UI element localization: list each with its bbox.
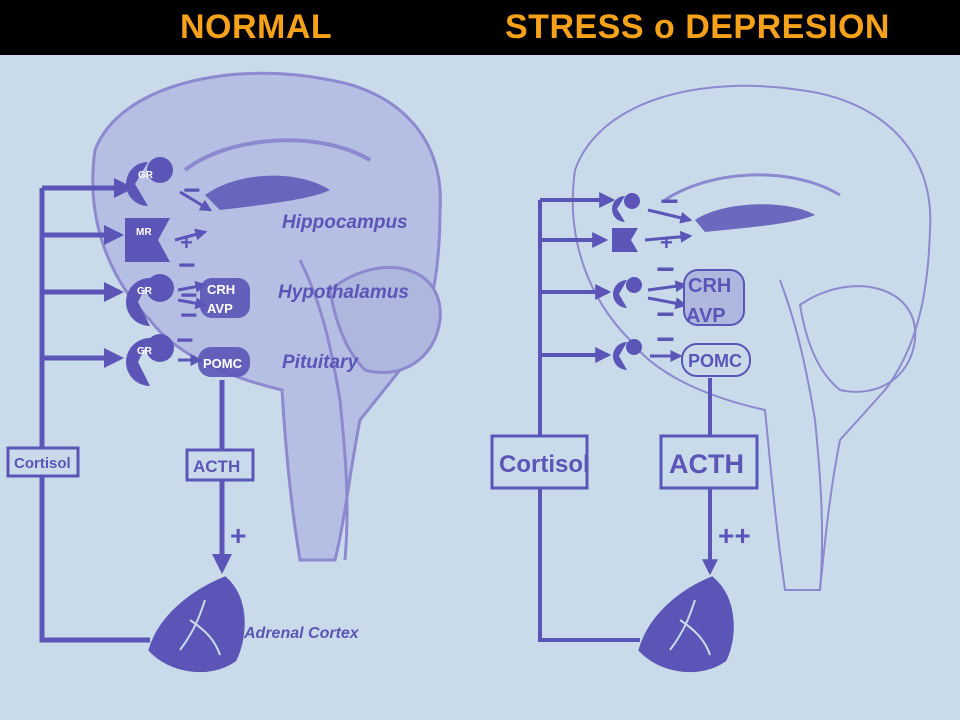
stress-cortisol-label: Cortisol xyxy=(499,451,590,478)
normal-sign-1: − xyxy=(183,174,201,207)
stress-crh-avp-node xyxy=(683,269,745,326)
normal-hypothalamus-label: Hypothalamus xyxy=(278,282,409,303)
stress-pomc-node xyxy=(681,343,751,377)
stress-hippocampus-shape xyxy=(695,204,815,232)
stress-acth-effect-sign: ++ xyxy=(718,520,751,551)
normal-cerebellum xyxy=(328,266,442,375)
normal-receptor-gr-3: GR xyxy=(126,334,174,386)
stress-cortisol-box xyxy=(490,434,589,490)
normal-crh-avp-node xyxy=(200,278,250,318)
stress-sign-3: − xyxy=(656,251,675,287)
normal-acth-box xyxy=(185,448,255,482)
stress-receptor-mr xyxy=(612,228,638,252)
receptor-label: GR xyxy=(137,346,153,357)
stress-cerebellum xyxy=(798,285,917,393)
normal-receptor-gr-2: GR xyxy=(126,274,174,326)
stress-feedback-lines xyxy=(538,192,718,642)
stress-sign-2: + xyxy=(660,230,673,255)
stress-receptor-2 xyxy=(613,280,627,308)
normal-panel: GR MR GR GR xyxy=(6,71,442,673)
normal-hippocampus-shape xyxy=(205,175,330,210)
normal-sign-5: − xyxy=(180,299,198,332)
stress-sign-5: − xyxy=(656,321,675,357)
stress-acth-box xyxy=(659,434,759,490)
stress-panel: CRH AVP POMC Cortisol ACTH − + − − − ++ xyxy=(490,84,932,673)
stress-pomc-label: POMC xyxy=(688,351,742,371)
receptor-label: GR xyxy=(138,170,154,181)
normal-adrenal-label: Adrenal Cortex xyxy=(243,625,360,642)
normal-sign-3: − xyxy=(178,249,196,282)
stress-receptor-3 xyxy=(613,342,627,370)
normal-receptor-mr: MR xyxy=(125,218,170,262)
normal-brainstem xyxy=(298,259,349,561)
title-bar xyxy=(0,0,960,55)
normal-pomc-label: POMC xyxy=(203,356,243,371)
stress-sign-4: − xyxy=(656,296,675,332)
normal-cortisol-label: Cortisol xyxy=(14,455,71,472)
stress-receptor-1 xyxy=(612,196,625,222)
normal-sign-6: − xyxy=(176,324,194,357)
stress-crh-label: CRH xyxy=(688,275,731,297)
normal-pomc-node xyxy=(198,347,250,377)
normal-pituitary-label: Pituitary xyxy=(282,352,359,373)
normal-cortisol-box xyxy=(6,446,80,478)
receptor-label: GR xyxy=(137,286,153,297)
normal-crh-label: CRH xyxy=(207,282,235,297)
receptor-label: MR xyxy=(136,227,152,238)
stress-title: STRESS o DEPRESION xyxy=(505,8,890,46)
normal-sign-2: + xyxy=(180,230,193,255)
normal-title: NORMAL xyxy=(180,8,333,46)
stress-avp-label: AVP xyxy=(686,305,726,327)
stress-corpus-callosum xyxy=(664,173,841,202)
stress-brain-outline xyxy=(571,84,932,591)
normal-sign-4: − xyxy=(180,279,198,312)
normal-acth-label: ACTH xyxy=(193,457,240,476)
stress-sign-1: − xyxy=(660,183,679,219)
normal-hippocampus-label: Hippocampus xyxy=(282,212,408,233)
normal-avp-label: AVP xyxy=(207,301,233,316)
normal-corpus-callosum xyxy=(183,138,372,172)
stress-acth-label: ACTH xyxy=(669,449,744,479)
normal-acth-effect-sign: + xyxy=(230,520,246,551)
